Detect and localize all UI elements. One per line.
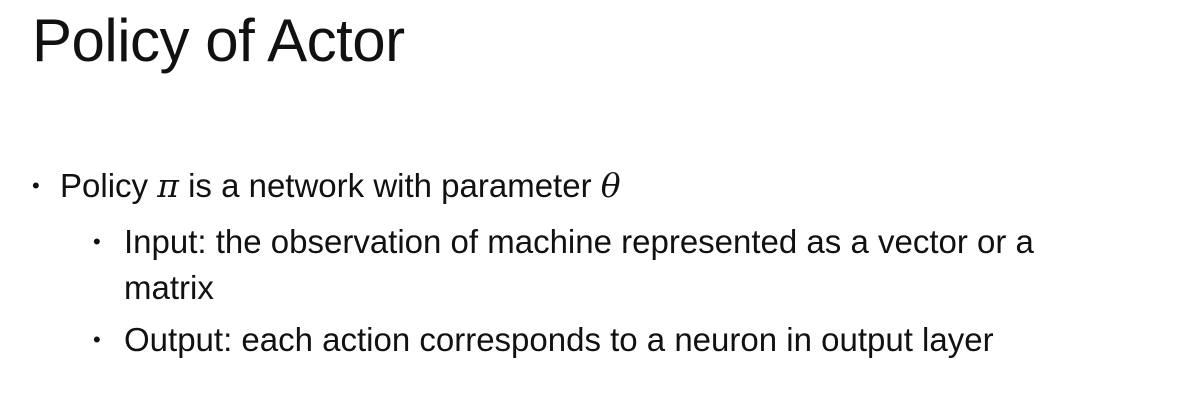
bullet-policy-network: • Policy π is a network with parameter θ — [32, 163, 621, 209]
theta-symbol: θ — [600, 166, 621, 205]
bullet-text-prefix: Policy — [60, 167, 158, 204]
sub-bullet-text: Output: each action corresponds to a neu… — [124, 321, 994, 358]
sub-bullet-output: • Output: each action corresponds to a n… — [93, 317, 1093, 363]
bullet-text: Policy π is a network with parameter θ — [60, 163, 621, 209]
slide-title: Policy of Actor — [32, 7, 405, 74]
bullet-marker: • — [93, 327, 101, 352]
pi-symbol: π — [157, 166, 179, 205]
sub-bullet-text: Input: the observation of machine repres… — [124, 223, 1034, 306]
bullet-marker: • — [32, 173, 40, 198]
sub-bullet-input: • Input: the observation of machine repr… — [93, 219, 1093, 311]
bullet-marker: • — [93, 229, 101, 254]
bullet-text-middle: is a network with parameter — [178, 167, 601, 204]
